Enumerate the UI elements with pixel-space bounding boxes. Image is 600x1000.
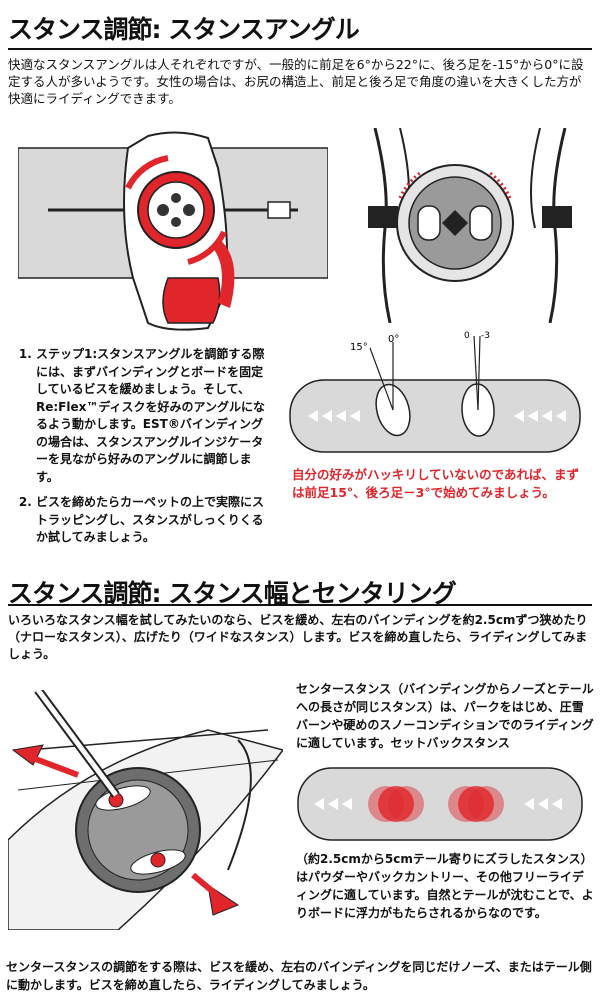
section1-title: スタンス調節: スタンスアングル: [8, 15, 360, 44]
angle-label-front-zero: 0°: [388, 334, 399, 345]
center-stance-text: センタースタンス（バインディングからノーズとテールへの長さが同じスタンス）は、パ…: [296, 682, 594, 750]
section1-intro: 快適なスタンスアングルは人それぞれですが、一般的に前足を6°から22°に、後ろ足…: [8, 57, 584, 106]
step-1: ステップ1:スタンスアングルを調節する際には、まずバインディングとボードを固定し…: [36, 346, 272, 486]
section2-rule: [8, 604, 592, 606]
section1-rule: [8, 48, 592, 50]
screwdriver-disc-illustration: [8, 690, 283, 930]
angle-label-rear: -3: [481, 331, 490, 341]
binding-disc-illustration: [18, 131, 328, 331]
section2-intro: いろいろなスタンス幅を試してみたいのなら、ビスを緩め、左右のバインディングを約2…: [8, 613, 588, 661]
section2-title: スタンス調節: スタンス幅とセンタリング: [8, 579, 457, 608]
binding-top-illustration: [368, 128, 572, 323]
step-2: ビスを締めたらカーペットの上で実際にストラッピングし、スタンスがしっくりくるか試…: [36, 494, 272, 547]
snowboard-angle-diagram: 15° 0° 0 -3: [289, 331, 581, 453]
snowboard-center-diagram: [297, 767, 583, 841]
angle-label-rear-zero: 0: [464, 331, 470, 341]
setback-stance-text: （約2.5cmから5cmテール寄りにズラしたスタンス）はパウダーやバックカントリ…: [296, 852, 594, 920]
footer-text: センタースタンスの調節をする際は、ビスを緩め、左右のバインディングを同じだけノー…: [6, 960, 592, 992]
recommend-text: 自分の好みがハッキリしていないのであれば、まずは前足15°、後ろ足－3°で始めて…: [292, 467, 580, 500]
steps-list: ステップ1:スタンスアングルを調節する際には、まずバインディングとボードを固定し…: [16, 346, 272, 555]
angle-label-front: 15°: [350, 342, 368, 353]
